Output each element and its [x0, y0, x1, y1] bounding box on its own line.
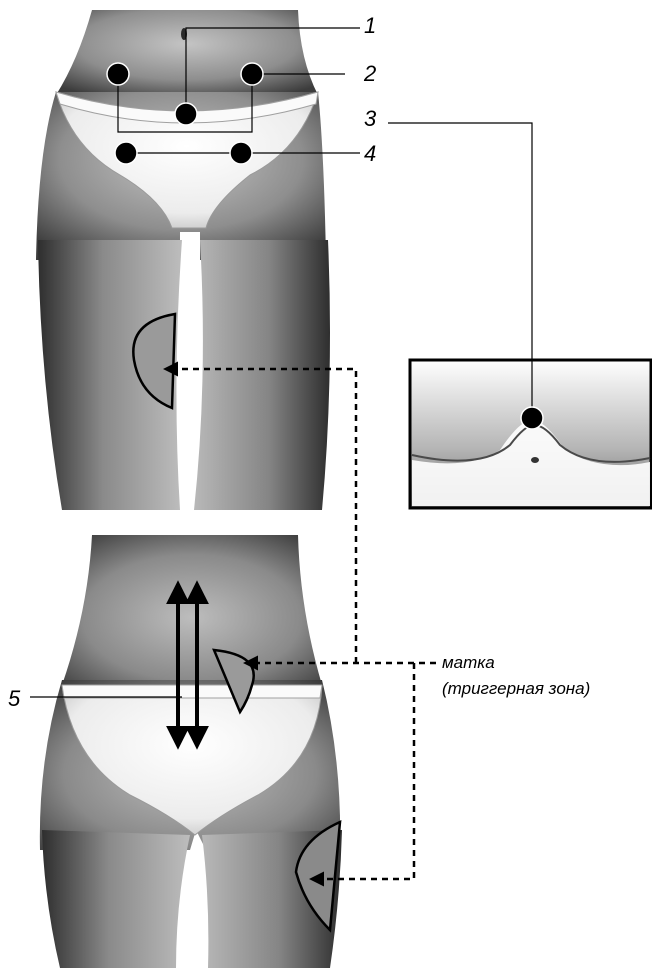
label-4: 4: [364, 141, 376, 166]
point-4-left: [115, 142, 137, 164]
point-1: [175, 103, 197, 125]
front-torso: [56, 10, 318, 95]
back-figure: [40, 535, 342, 968]
point-4-right: [230, 142, 252, 164]
annotation-trigger-zone: (триггерная зона): [442, 679, 590, 698]
front-figure: [36, 10, 330, 510]
label-2: 2: [363, 61, 376, 86]
label-5: 5: [8, 686, 21, 711]
front-leg-right: [194, 240, 330, 510]
point-2-right: [241, 63, 263, 85]
inset-detail: [531, 457, 539, 463]
back-leg-left: [42, 830, 190, 968]
back-garment-band: [62, 685, 322, 698]
label-3: 3: [364, 106, 377, 131]
label-1: 1: [364, 13, 376, 38]
inset-panel: [410, 360, 651, 508]
back-torso: [62, 535, 322, 685]
annotation-uterus: матка: [442, 653, 495, 672]
point-3: [521, 407, 543, 429]
point-2-left: [107, 63, 129, 85]
